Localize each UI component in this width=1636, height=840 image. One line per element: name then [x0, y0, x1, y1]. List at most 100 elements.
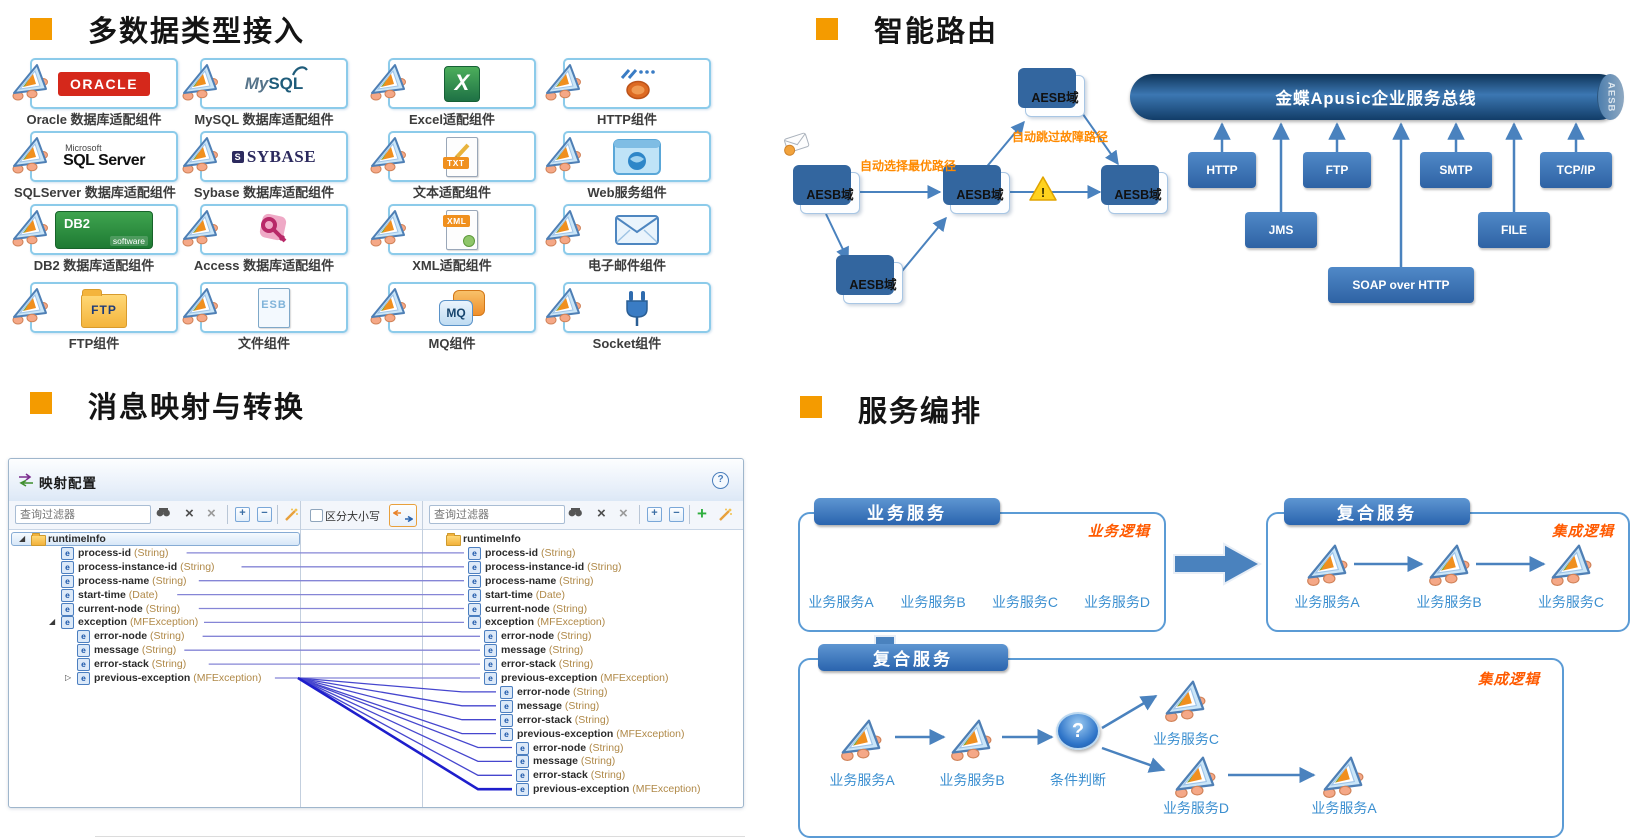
megaphone-component-icon: [370, 288, 406, 325]
tree-node[interactable]: e error-node (String): [422, 741, 741, 755]
left-collapse-all-button[interactable]: −: [257, 507, 272, 522]
element-icon: e: [516, 741, 529, 755]
right-wand-icon[interactable]: [717, 507, 733, 523]
megaphone-component-icon: [182, 137, 218, 174]
big-right-arrow: [1173, 542, 1263, 586]
service-component-icon: [838, 715, 884, 765]
expanded-arrow-icon[interactable]: ◢: [49, 617, 56, 627]
right-clear-all-icon[interactable]: ×: [619, 505, 628, 522]
adapter-box: MySQL: [200, 58, 348, 109]
adapter-label: 文件组件: [237, 336, 290, 351]
adapter-box: [563, 131, 711, 182]
service-label: 业务服务B: [900, 594, 966, 610]
help-button[interactable]: ?: [712, 472, 729, 489]
collapsed-arrow-icon[interactable]: ▷: [65, 673, 72, 682]
left-wand-icon[interactable]: [283, 507, 299, 523]
tree-node[interactable]: runtimeInfo: [422, 532, 741, 546]
esb-bus-cap: AESB: [1597, 74, 1624, 120]
bullet-adapters: [30, 18, 52, 40]
left-filter-input[interactable]: [15, 505, 151, 524]
adapter-label: Web服务组件: [587, 185, 667, 200]
adapter-card: ESB 文件组件: [182, 282, 348, 352]
adapter-label: Excel适配组件: [409, 112, 495, 127]
tree-node-text: error-stack (String): [533, 769, 626, 782]
tree-node-text: runtimeInfo: [48, 533, 106, 545]
element-icon: e: [500, 699, 513, 713]
right-collapse-all-button[interactable]: −: [669, 507, 684, 522]
element-icon: e: [484, 658, 497, 672]
panel-divider: [300, 501, 301, 807]
left-clear-all-icon[interactable]: ×: [207, 505, 216, 522]
element-icon: e: [468, 616, 481, 630]
right-expand-all-button[interactable]: +: [647, 507, 662, 522]
ftp-folder-icon: FTP: [81, 288, 127, 328]
right-filter-input[interactable]: [429, 505, 565, 524]
element-icon: e: [77, 672, 90, 685]
adapter-box: TXT: [388, 131, 536, 182]
adapter-label: SQLServer 数据库适配组件: [14, 185, 176, 200]
left-expand-all-button[interactable]: +: [235, 507, 250, 522]
adapter-box: ESB: [200, 282, 348, 333]
aesb-domain-node: AESB域: [1018, 68, 1085, 117]
add-mapping-icon[interactable]: +: [697, 504, 707, 523]
separator: [689, 505, 690, 524]
tree-node-text: previous-exception (MFException): [94, 672, 262, 684]
service-label: 业务服务D: [1162, 800, 1230, 816]
composite-service-tab-top: 复合服务: [1284, 498, 1470, 525]
esb-bus-title: 金蝶Apusic企业服务总线: [1275, 90, 1477, 108]
element-icon: e: [468, 546, 481, 560]
megaphone-component-icon: [545, 210, 581, 247]
selected-row-highlight: [11, 532, 300, 546]
tree-node-text: error-node (String): [533, 741, 624, 754]
tree-node[interactable]: ◢ runtimeInfo: [11, 532, 300, 546]
adapter-box: MQ: [388, 282, 536, 333]
megaphone-component-icon: [370, 64, 406, 101]
expanded-arrow-icon[interactable]: ◢: [19, 534, 26, 543]
tree-node[interactable]: ▷ e previous-exception (MFException): [11, 671, 300, 685]
left-clear-icon[interactable]: ×: [185, 505, 194, 522]
service-component-icon: [1548, 540, 1594, 590]
megaphone-component-icon: [182, 288, 218, 325]
right-search-icon[interactable]: [567, 507, 583, 522]
swap-mapping-button[interactable]: [389, 504, 417, 527]
right-clear-icon[interactable]: ×: [597, 505, 606, 522]
adapter-label: XML适配组件: [412, 258, 492, 273]
adapter-card: HTTP组件: [545, 58, 711, 128]
left-search-icon[interactable]: [155, 507, 171, 522]
case-sensitive-checkbox[interactable]: [310, 509, 323, 522]
element-icon: e: [516, 755, 529, 769]
service-component-icon: [1162, 676, 1208, 726]
bullet-orchestration: [800, 396, 822, 418]
